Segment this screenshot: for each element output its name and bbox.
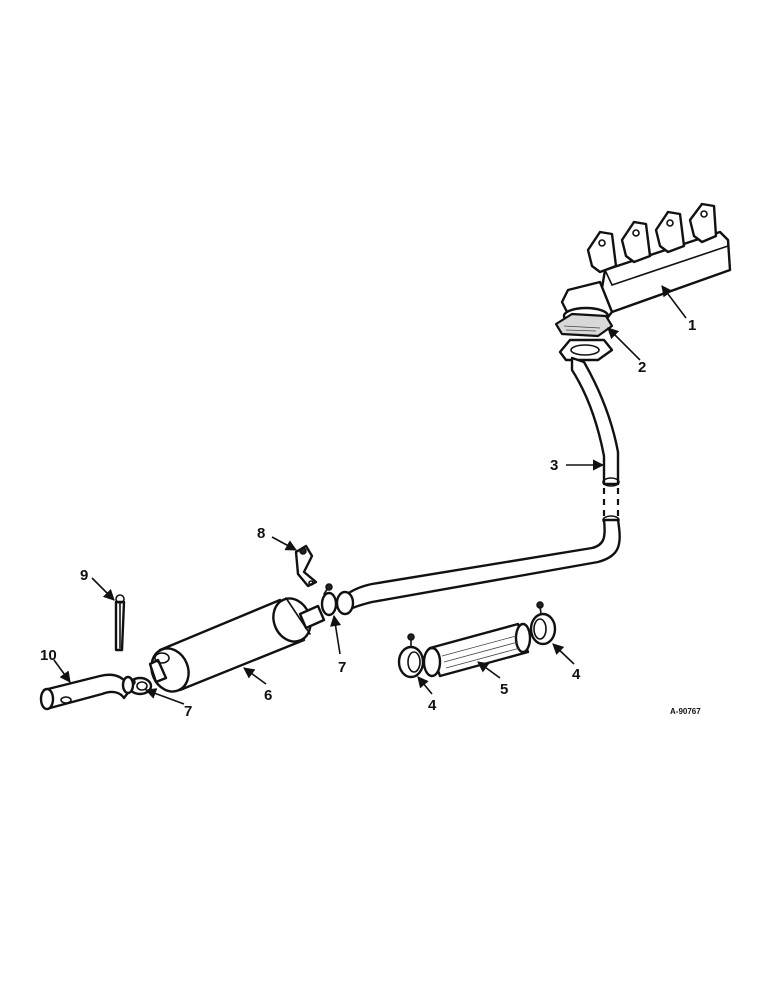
muffler-clamp-right <box>320 583 338 617</box>
callout-6: 6 <box>264 687 272 704</box>
callout-10: 10 <box>40 647 57 664</box>
pipe-clamp-right <box>529 601 557 646</box>
callout-3: 3 <box>550 457 558 474</box>
callout-5: 5 <box>500 681 508 698</box>
exhaust-pipe <box>335 356 621 616</box>
callout-4-left: 4 <box>428 697 437 714</box>
exhaust-manifold <box>560 202 732 326</box>
tail-pipe <box>39 673 135 711</box>
connector-hose <box>422 622 532 678</box>
callout-8: 8 <box>257 525 265 542</box>
cotter-pin <box>114 594 126 652</box>
muffler <box>148 597 326 693</box>
callout-7-left: 7 <box>184 703 192 720</box>
callout-9: 9 <box>80 567 88 584</box>
callout-labels: 1 2 3 4 4 5 6 7 7 8 9 10 <box>40 317 696 720</box>
drawing-reference-code: A-90767 <box>670 707 701 716</box>
callout-1: 1 <box>688 317 696 334</box>
hanger-bracket <box>294 544 318 588</box>
manifold-gasket <box>554 312 614 362</box>
pipe-clamp-left <box>397 633 425 679</box>
leader-lines <box>53 285 687 705</box>
callout-2: 2 <box>638 359 646 376</box>
callout-7-right: 7 <box>338 659 346 676</box>
callout-4-right: 4 <box>572 666 581 683</box>
